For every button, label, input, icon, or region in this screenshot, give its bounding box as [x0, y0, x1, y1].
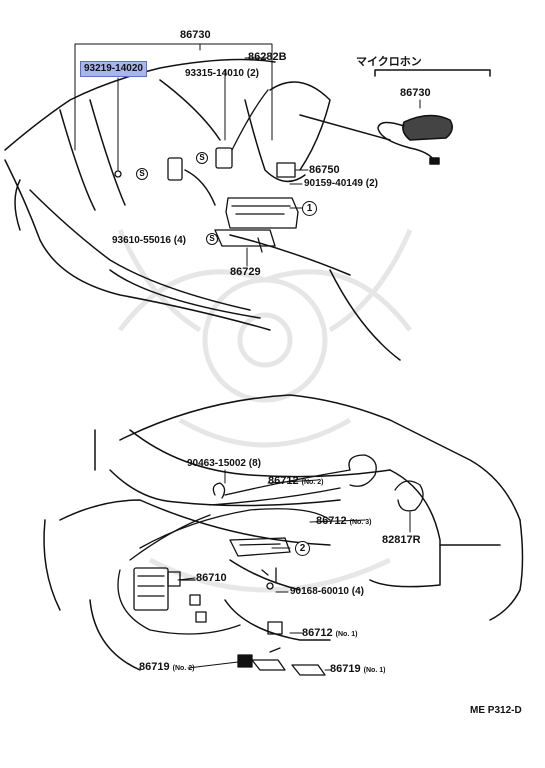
part-number: 86712 — [268, 475, 299, 487]
lower-parts — [117, 454, 424, 676]
part-number: 90168-60010 — [290, 586, 349, 597]
part-label-86712-no1[interactable]: 86712 (No. 1) — [302, 628, 357, 639]
part-label-86750[interactable]: 86750 — [309, 164, 340, 176]
part-label-86719-no1[interactable]: 86719 (No. 1) — [330, 664, 385, 675]
part-label-90463-15002[interactable]: 90463-15002 (8) — [187, 459, 261, 469]
s-mark-2: S — [196, 152, 208, 164]
quantity: (8) — [248, 458, 261, 469]
quantity: (2) — [246, 68, 259, 79]
microphone-illustration — [374, 69, 491, 165]
quantity: (2) — [365, 178, 378, 189]
part-label-86719-no2[interactable]: 86719 (No. 2) — [139, 662, 194, 673]
variant: (No. 2) — [172, 665, 195, 672]
part-label-90168-60010[interactable]: 90168-60010 (4) — [290, 587, 364, 597]
variant: (No. 1) — [335, 631, 358, 638]
part-number: 90463-15002 — [187, 458, 246, 469]
part-label-82817r[interactable]: 82817R — [382, 534, 421, 546]
part-label-86710[interactable]: 86710 — [196, 572, 227, 584]
part-number: 86719 — [330, 663, 361, 675]
s-mark-3: S — [206, 233, 218, 245]
quantity: (4) — [351, 586, 364, 597]
part-label-86730-top[interactable]: 86730 — [180, 29, 211, 41]
part-label-90159-40149[interactable]: 90159-40149 (2) — [304, 179, 378, 189]
quantity: (4) — [173, 235, 186, 246]
watermark-emblem — [117, 229, 413, 593]
variant: (No. 2) — [301, 479, 324, 486]
diagram-reference-code: ME P312-D — [470, 705, 522, 716]
part-number: 86712 — [302, 627, 333, 639]
part-label-86730-mic[interactable]: 86730 — [400, 87, 431, 99]
callout-circle-2: 2 — [295, 541, 310, 556]
callout-circle-1: 1 — [302, 201, 317, 216]
part-label-93219-14020-highlighted[interactable]: 93219-14020 — [80, 61, 147, 77]
part-label-93610-55016[interactable]: 93610-55016 (4) — [112, 236, 186, 246]
leader-lines-upper — [74, 43, 421, 267]
leader-lines-lower — [177, 469, 411, 671]
part-label-86729[interactable]: 86729 — [230, 266, 261, 278]
part-number: 93610-55016 — [112, 235, 171, 246]
part-label-93315-14010[interactable]: 93315-14010 (2) — [185, 69, 259, 79]
part-label-86712-no2[interactable]: 86712 (No. 2) — [268, 476, 323, 487]
part-number: 90159-40149 — [304, 178, 363, 189]
part-label-86282b[interactable]: 86282B — [248, 51, 287, 63]
part-number: 86719 — [139, 661, 170, 673]
variant: (No. 3) — [349, 519, 372, 526]
part-number: 93315-14010 — [185, 68, 244, 79]
upper-car-outline — [4, 58, 401, 361]
lower-car-outline — [43, 394, 524, 671]
upper-parts — [114, 89, 299, 253]
part-number: 86712 — [316, 515, 347, 527]
s-mark-1: S — [136, 168, 148, 180]
part-label-86712-no3[interactable]: 86712 (No. 3) — [316, 516, 371, 527]
variant: (No. 1) — [363, 667, 386, 674]
microphone-label-jp: マイクロホン — [356, 56, 422, 68]
